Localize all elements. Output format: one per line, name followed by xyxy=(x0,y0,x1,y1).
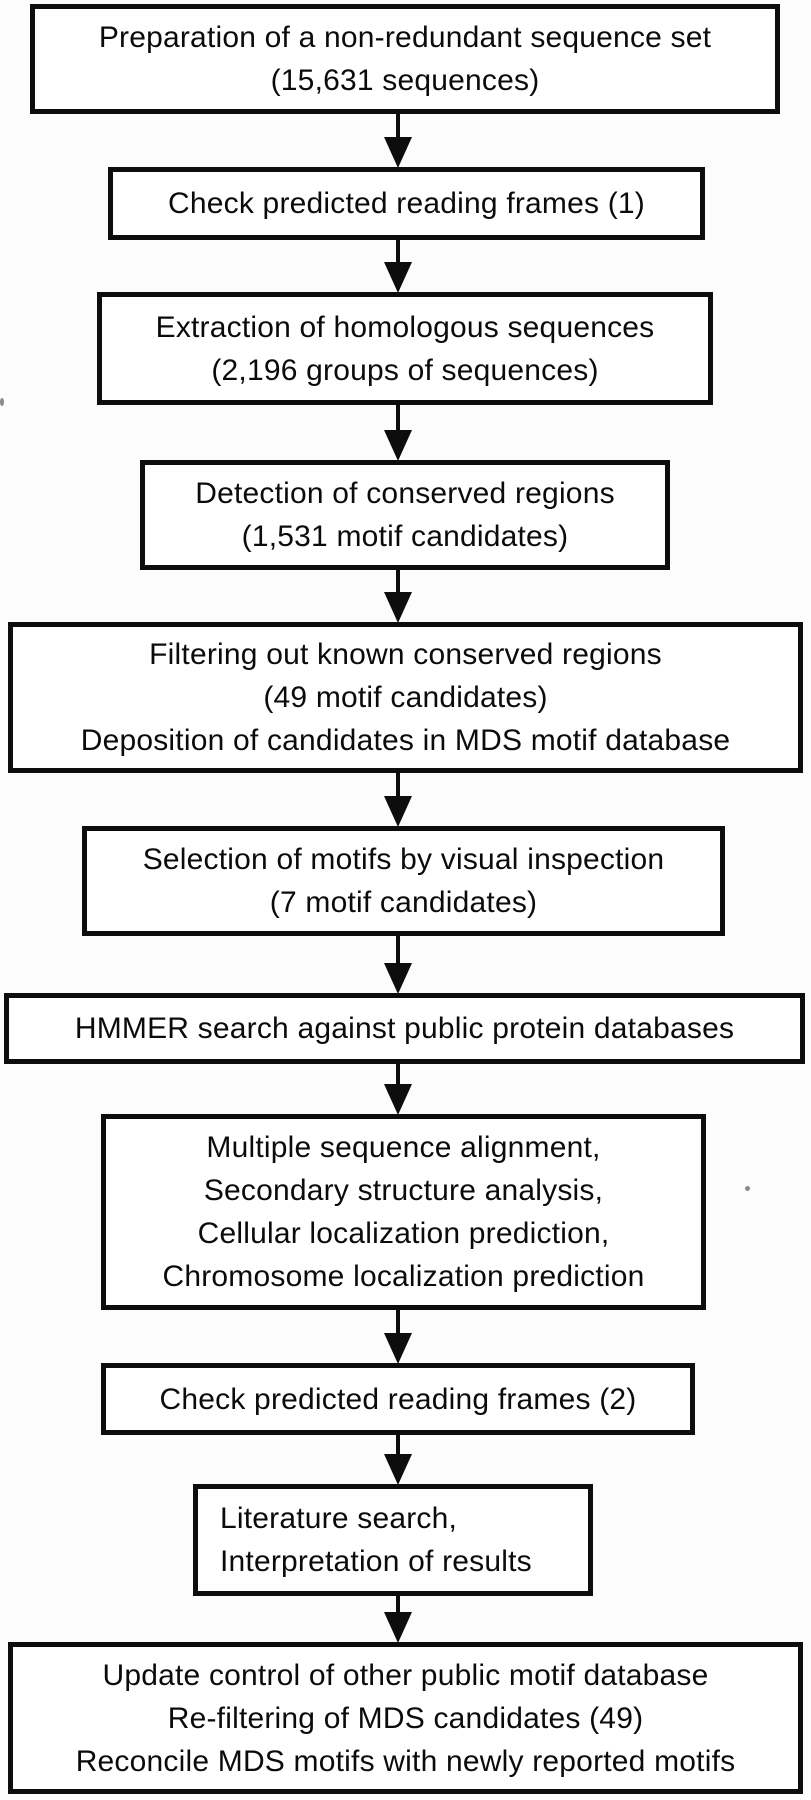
step-line: Chromosome localization prediction xyxy=(162,1260,645,1293)
step-select-motifs-visual-inspection-box: Selection of motifs by visual inspection… xyxy=(82,826,725,936)
arrow-head-icon xyxy=(384,796,412,827)
arrow-head-icon xyxy=(384,1084,412,1115)
arrow-shaft xyxy=(396,1064,400,1084)
arrow-shaft xyxy=(396,570,400,592)
step-line: Update control of other public motif dat… xyxy=(102,1658,709,1692)
flow-arrow xyxy=(384,1435,412,1485)
step-line: HMMER search against public protein data… xyxy=(74,1012,735,1045)
arrow-shaft xyxy=(396,114,400,137)
step-line: (7 motif candidates) xyxy=(269,886,538,919)
arrow-shaft xyxy=(396,1596,400,1612)
arrow-shaft xyxy=(396,773,400,796)
step-line: Check predicted reading frames (1) xyxy=(167,187,645,220)
flow-arrow xyxy=(384,1064,412,1115)
step-line: Multiple sequence alignment, xyxy=(206,1131,601,1164)
arrow-head-icon xyxy=(384,430,412,461)
step-line: Check predicted reading frames (2) xyxy=(159,1382,637,1416)
step-alignment-and-predictions-box: Multiple sequence alignment, Secondary s… xyxy=(101,1114,706,1310)
flow-arrow xyxy=(384,773,412,827)
arrow-head-icon xyxy=(384,137,412,168)
arrow-head-icon xyxy=(384,1454,412,1485)
scan-speck xyxy=(0,398,4,406)
step-line: Detection of conserved regions xyxy=(195,477,615,510)
step-update-control-box: Update control of other public motif dat… xyxy=(8,1642,803,1794)
step-line: (49 motif candidates) xyxy=(263,681,548,714)
step-line: Interpretation of results xyxy=(220,1545,532,1578)
step-filter-known-regions-box: Filtering out known conserved regions (4… xyxy=(8,622,803,773)
flow-arrow xyxy=(384,936,412,994)
arrow-head-icon xyxy=(384,1612,412,1643)
arrow-head-icon xyxy=(384,592,412,623)
step-hmmer-search-box: HMMER search against public protein data… xyxy=(4,993,805,1064)
flow-arrow xyxy=(384,114,412,168)
flow-arrow xyxy=(384,570,412,623)
scan-speck xyxy=(745,1186,750,1191)
step-prepare-sequence-set-box: Preparation of a non-redundant sequence … xyxy=(30,4,780,114)
step-extract-homologous-sequences-box: Extraction of homologous sequences (2,19… xyxy=(97,292,713,405)
arrow-shaft xyxy=(396,240,400,262)
arrow-shaft xyxy=(396,936,400,963)
flow-arrow xyxy=(384,405,412,461)
flow-arrow xyxy=(384,240,412,293)
step-line: Re-filtering of MDS candidates (49) xyxy=(167,1701,644,1735)
step-line: Selection of motifs by visual inspection xyxy=(142,843,665,876)
flow-arrow xyxy=(384,1310,412,1364)
arrow-shaft xyxy=(396,1310,400,1333)
step-line: Literature search, xyxy=(220,1502,458,1535)
step-line: Cellular localization prediction, xyxy=(197,1217,610,1250)
flow-arrow xyxy=(384,1596,412,1643)
arrow-head-icon xyxy=(384,963,412,994)
arrow-head-icon xyxy=(384,262,412,293)
step-line: Extraction of homologous sequences xyxy=(155,310,655,344)
step-line: Deposition of candidates in MDS motif da… xyxy=(80,724,731,757)
step-line: Filtering out known conserved regions xyxy=(149,638,662,671)
step-literature-search-box: Literature search, Interpretation of res… xyxy=(193,1484,593,1596)
step-line: (1,531 motif candidates) xyxy=(241,520,569,553)
arrow-shaft xyxy=(396,1435,400,1454)
step-line: (2,196 groups of sequences) xyxy=(211,353,599,387)
step-line: (15,631 sequences) xyxy=(270,64,540,97)
arrow-shaft xyxy=(396,405,400,430)
step-check-reading-frames-1-box: Check predicted reading frames (1) xyxy=(108,167,705,240)
step-line: Secondary structure analysis, xyxy=(203,1174,604,1207)
arrow-head-icon xyxy=(384,1333,412,1364)
step-detect-conserved-regions-box: Detection of conserved regions (1,531 mo… xyxy=(140,460,670,570)
step-line: Reconcile MDS motifs with newly reported… xyxy=(75,1744,736,1778)
step-line: Preparation of a non-redundant sequence … xyxy=(98,21,712,54)
step-check-reading-frames-2-box: Check predicted reading frames (2) xyxy=(101,1363,695,1435)
